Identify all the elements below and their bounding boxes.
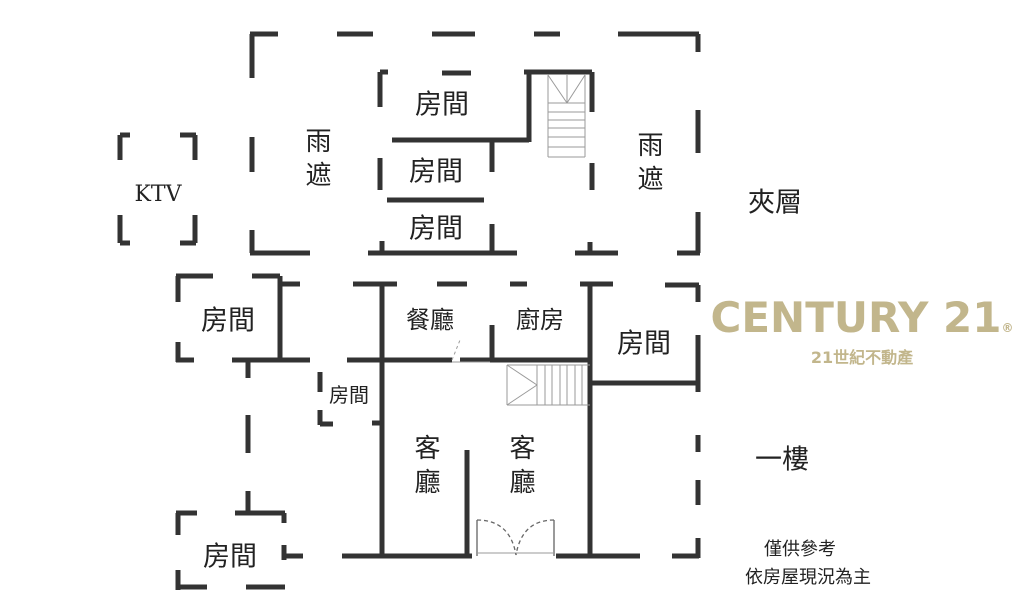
canopy-left: 雨遮 [301, 127, 331, 195]
note-actual-condition: 依房屋現況為主 [745, 567, 871, 588]
living-room-left: 客廳 [410, 434, 440, 502]
ktv-label: KTV [134, 182, 182, 207]
mezzanine-room-2: 房間 [409, 156, 463, 188]
watermark-brand: CENTURY 21® [711, 297, 1014, 339]
living-room-right: 客廳 [505, 434, 535, 502]
door-swing-left [476, 519, 517, 556]
kitchen: 廚房 [516, 306, 564, 334]
note-reference-only: 僅供參考 [764, 539, 836, 560]
dining-room: 餐廳 [406, 306, 454, 334]
mezzanine-room-1: 房間 [415, 89, 469, 121]
ground-room-top-left: 房間 [201, 305, 255, 337]
watermark-registered-mark: ® [1001, 321, 1014, 335]
ground-room-right: 房間 [617, 328, 671, 360]
ground-room-small: 房間 [329, 383, 369, 407]
stair-winder [506, 384, 538, 406]
ground-room-bottom-left: 房間 [203, 541, 257, 573]
mezzanine-title: 夾層 [748, 187, 802, 219]
stair-winder [566, 74, 586, 104]
canopy-right: 雨遮 [633, 131, 663, 199]
door-swing-right [515, 519, 555, 556]
kitchen-door-swing [451, 339, 461, 361]
watermark-brand-text: CENTURY 21 [710, 293, 1002, 342]
stair-winder [547, 74, 568, 104]
ground-title: 一樓 [755, 444, 809, 476]
mezzanine-room-3: 房間 [409, 213, 463, 245]
stair-winder [506, 364, 538, 386]
watermark-subtitle: 21世紀不動產 [810, 348, 914, 367]
